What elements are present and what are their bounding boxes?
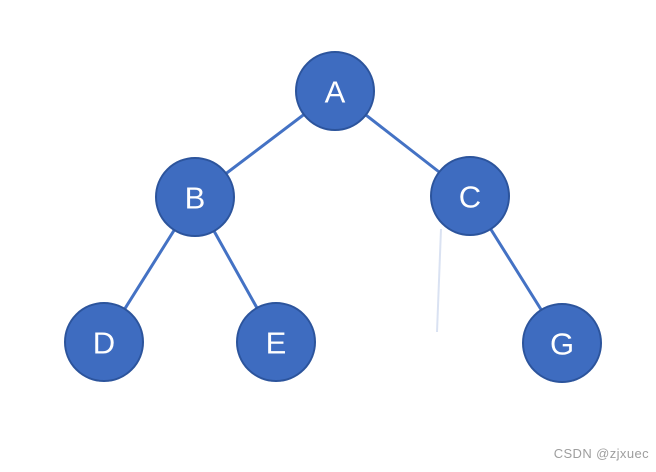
tree-node-label-D: D xyxy=(93,326,115,361)
tree-node-label-C: C xyxy=(459,180,481,215)
tree-node-C xyxy=(430,156,510,236)
tree-node-label-B: B xyxy=(185,181,206,216)
tree-node-label-A: A xyxy=(325,75,346,110)
tree-node-E xyxy=(236,302,316,382)
tree-node-G xyxy=(522,303,602,383)
tree-node-D xyxy=(64,302,144,382)
tree-node-label-E: E xyxy=(266,326,287,361)
tree-node-label-G: G xyxy=(550,327,574,362)
tree-node-B xyxy=(155,157,235,237)
watermark: CSDN @zjxuec xyxy=(553,446,649,461)
tree-node-A xyxy=(295,51,375,131)
tree-ghost-edge-c xyxy=(436,228,442,333)
